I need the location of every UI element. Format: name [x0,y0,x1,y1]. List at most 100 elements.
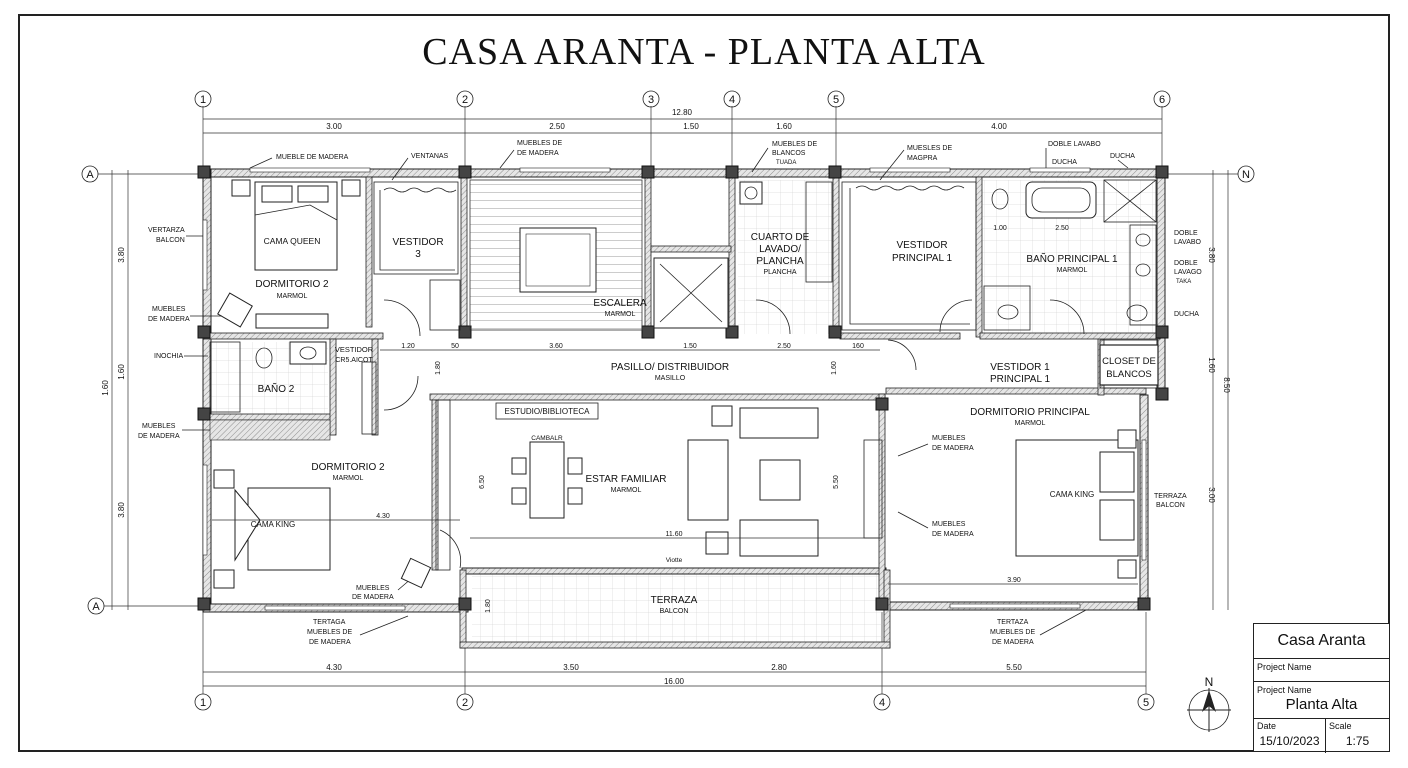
armchair [217,292,329,329]
room-bano-2: BAÑO 2 [258,382,295,395]
svg-text:DE MADERA: DE MADERA [517,150,559,157]
scale-label: Scale [1329,721,1352,731]
room-lavado-3: PLANCHA [756,256,804,267]
dimension-top: 12.80 3.00 2.50 1.50 1.60 4.00 [203,108,1162,134]
svg-text:1.60: 1.60 [831,361,838,375]
room-vestidor-1-line1: VESTIDOR 1 [990,362,1050,373]
axis-bubble-bottom-1: 1 [194,693,212,711]
svg-text:LAVAGO: LAVAGO [1174,269,1202,276]
svg-text:8.50: 8.50 [1222,377,1231,393]
svg-text:5: 5 [1143,697,1149,709]
svg-text:MUEBLES DE: MUEBLES DE [307,629,352,636]
title-block-date-cell: Date 15/10/2023 [1254,719,1326,753]
floor-estar-familiar: MARMOL [611,487,642,494]
svg-text:1.80: 1.80 [485,599,492,613]
bed-queen-label: CAMA QUEEN [264,236,321,246]
svg-text:5.50: 5.50 [1006,663,1022,672]
svg-text:TAKA: TAKA [1176,279,1191,285]
title-block-project-name-row: Project Name [1254,659,1389,682]
svg-text:5: 5 [833,94,839,106]
room-terraza-sub: BALCON [660,608,689,615]
svg-text:A: A [86,169,94,181]
bookshelf-wall [209,399,451,571]
svg-text:MUEBLES: MUEBLES [932,521,966,528]
svg-text:2.50: 2.50 [549,122,565,131]
svg-text:TERTAGA: TERTAGA [313,619,346,626]
title-block: Casa Aranta Project Name Project Name Pl… [1253,623,1390,753]
svg-text:3.00: 3.00 [1207,487,1216,503]
bathroom-fixtures [983,179,1157,331]
room-lavado-2: LAVADO/ [759,244,801,255]
svg-text:TERTAZA: TERTAZA [997,619,1029,626]
project-name: Planta Alta [1285,696,1358,713]
doors [383,299,1085,569]
north-arrow-icon: N [1187,675,1231,732]
room-pasillo: PASILLO/ DISTRIBUIDOR [611,362,729,373]
room-closet-2: BLANCOS [1106,369,1151,380]
floor-escalera: MARMOL [605,311,636,318]
bed-queen [231,179,361,271]
svg-text:BALCON: BALCON [156,237,185,244]
room-escalera: ESCALERA [593,298,647,309]
room-vestidor-3-num: 3 [415,249,421,260]
staircase [469,179,643,331]
room-estar-familiar: ESTAR FAMILIAR [586,474,667,485]
svg-text:A: A [92,601,100,613]
svg-text:3.80: 3.80 [117,247,126,263]
svg-text:2.50: 2.50 [777,343,791,350]
svg-text:11.60: 11.60 [666,531,683,538]
columns [197,165,1169,611]
closet-vestidor-p1 [841,181,977,331]
axis-bubble-top-5: 5 [827,90,845,108]
svg-text:2.80: 2.80 [771,663,787,672]
svg-text:MUEBLE DE MADERA: MUEBLE DE MADERA [276,154,349,161]
axis-bubble-top-2: 2 [456,90,474,108]
terraza-note: Viotte [666,557,683,564]
dimension-bottom: 4.30 3.50 2.80 5.50 16.00 [203,663,1146,687]
svg-text:TUADA: TUADA [776,160,796,166]
axis-bubble-top-6: 6 [1153,90,1171,108]
svg-text:2.50: 2.50 [1055,225,1069,232]
svg-text:3.60: 3.60 [549,343,563,350]
svg-text:1: 1 [200,697,206,709]
svg-text:160: 160 [852,343,864,350]
floor-dormitorio-2-top: MARMOL [277,293,308,300]
svg-text:MAGPRA: MAGPRA [907,155,938,162]
room-estudio: ESTUDIO/BIBLIOTECA [505,407,591,416]
room-dormitorio-principal: DORMITORIO PRINCIPAL [970,407,1090,418]
room-vestidor-small-1: VESTIDOR [335,345,374,354]
svg-text:4.30: 4.30 [326,663,342,672]
elevator [653,257,729,329]
svg-text:MUEBLES: MUEBLES [152,306,186,313]
svg-text:DE MADERA: DE MADERA [932,531,974,538]
svg-text:MUEBLES: MUEBLES [932,435,966,442]
svg-text:1.60: 1.60 [1207,357,1216,373]
bed-king-principal [863,429,1139,579]
svg-text:2: 2 [462,697,468,709]
axis-bubble-top-4: 4 [723,90,741,108]
svg-text:5.50: 5.50 [833,475,840,489]
scale-value: 1:75 [1345,734,1370,748]
svg-text:6: 6 [1159,94,1165,106]
axis-bubble-top-3: 3 [642,90,660,108]
svg-text:1.60: 1.60 [776,122,792,131]
svg-text:3.90: 3.90 [1007,577,1021,584]
title-block-name-row: Project Name Planta Alta [1254,682,1389,719]
closet-blancos-box [1099,344,1159,386]
date-label: Date [1257,721,1277,731]
project-name-label: Project Name [1257,662,1312,672]
room-dormitorio-2-top: DORMITORIO 2 [255,279,329,290]
svg-text:3.80: 3.80 [1207,247,1216,263]
laundry-tile [738,180,834,334]
windows [202,167,1147,611]
svg-text:3: 3 [648,94,654,106]
svg-text:50: 50 [451,343,459,350]
project-name-label-2: Project Name [1257,685,1312,695]
axis-bubble-bottom-5: 5 [1137,693,1155,711]
svg-text:3.00: 3.00 [326,122,342,131]
interior-dimensions: 1.20 50 3.60 1.50 2.50 160 4.30 11.60 6.… [212,225,1138,613]
svg-text:DE MADERA: DE MADERA [992,639,1034,646]
date-value: 15/10/2023 [1259,734,1320,748]
title-block-project: Casa Aranta [1254,624,1389,659]
room-terraza: TERRAZA [651,595,698,606]
